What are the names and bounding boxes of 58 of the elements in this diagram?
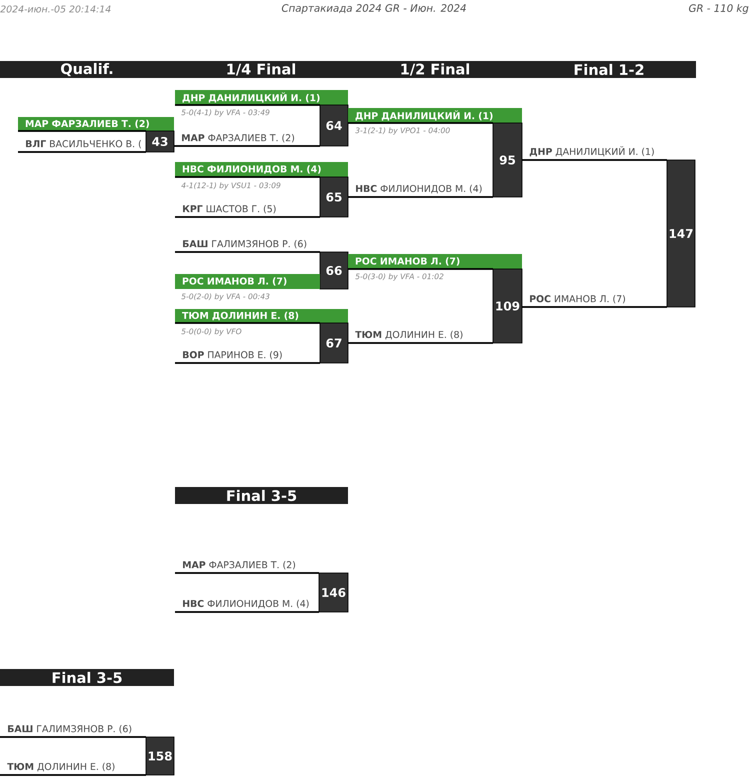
bout-number-box: 146 (318, 572, 348, 612)
winner-name-bar: РОС ИМАНОВ Л. (7) (175, 274, 320, 289)
competitor-name: НВС ФИЛИОНИДОВ М. (4) (181, 599, 310, 610)
page-title: Спартакиада 2024 GR - Июн. 2024 (282, 4, 466, 14)
bout-number-box: 109 (492, 268, 522, 344)
bout-number-box: 158 (146, 736, 174, 776)
bout-number-box: 43 (146, 130, 174, 152)
bout-number-box: 67 (320, 322, 348, 364)
bracket-line (348, 342, 493, 344)
bout-number-box: 66 (320, 252, 348, 290)
round-heading: Final 3-5 (0, 669, 174, 686)
round-heading: Final 1-2 (522, 61, 696, 78)
bracket-line (348, 122, 493, 124)
bracket-line (0, 774, 146, 776)
weight-class-text: GR - 110 kg (689, 4, 748, 14)
bracket-line (175, 176, 320, 178)
bout-number-box: 95 (492, 122, 522, 198)
bracket-line (174, 145, 320, 147)
competitor-name: КРГ ШАСТОВ Г. (5) (181, 204, 278, 214)
competitor-name: ТЮМ ДОЛИНИН Е. (8) (6, 762, 116, 772)
bracket-line (175, 572, 319, 574)
bout-number-box: 65 (320, 176, 348, 218)
winner-name-bar: ДНР ДАНИЛИЦКИЙ И. (1) (175, 90, 348, 105)
bout-number-box: 64 (320, 104, 348, 146)
round-heading: Qualif. (0, 61, 174, 78)
winner-name-bar: МАР ФАРЗАЛИЕВ Т. (2) (18, 117, 174, 131)
competitor-name: БАШ ГАЛИМЗЯНОВ Р. (6) (181, 239, 308, 250)
bracket-line (0, 736, 146, 738)
bracket-line (522, 306, 667, 308)
competitor-name: МАР ФАРЗАЛИЕВ Т. (2) (180, 133, 296, 144)
competitor-name: БАШ ГАЛИМЗЯНОВ Р. (6) (6, 724, 133, 734)
bracket-line (522, 159, 667, 161)
winner-name-bar: НВС ФИЛИОНИДОВ М. (4) (175, 162, 348, 177)
bout-number-box: 147 (666, 160, 696, 308)
bracket-line (175, 251, 320, 253)
bracket-line (175, 611, 319, 613)
competitor-name: ДНР ДАНИЛИЦКИЙ И. (1) (528, 145, 656, 158)
winner-name-bar: ТЮМ ДОЛИНИН Е. (8) (175, 309, 348, 323)
competitor-name: ВЛГ ВАСИЛЬЧЕНКО В. ( (24, 139, 143, 150)
bracket-line (175, 216, 320, 218)
bracket-line (18, 151, 146, 153)
winner-name-bar: РОС ИМАНОВ Л. (7) (348, 254, 522, 269)
competitor-name: РОС ИМАНОВ Л. (7) (528, 294, 627, 304)
round-heading: 1/2 Final (348, 61, 522, 78)
round-heading: Final 3-5 (175, 487, 348, 504)
bracket-line (348, 196, 493, 198)
round-heading: 1/4 Final (174, 61, 348, 78)
winner-name-bar: ДНР ДАНИЛИЦКИЙ И. (1) (348, 108, 522, 123)
bracket-line (175, 104, 320, 106)
competitor-name: МАР ФАРЗАЛИЕВ Т. (2) (181, 560, 297, 570)
competitor-name: ТЮМ ДОЛИНИН Е. (8) (354, 330, 464, 340)
bracket-line (348, 268, 493, 270)
competitor-name: НВС ФИЛИОНИДОВ М. (4) (354, 184, 484, 194)
bracket-line (18, 130, 146, 132)
competitor-name: ВОР ПАРИНОВ Е. (9) (181, 350, 284, 360)
timestamp: 2024-июн.-05 20:14:14 (0, 5, 111, 13)
bracket-line (175, 322, 320, 324)
bracket-line (175, 362, 320, 364)
